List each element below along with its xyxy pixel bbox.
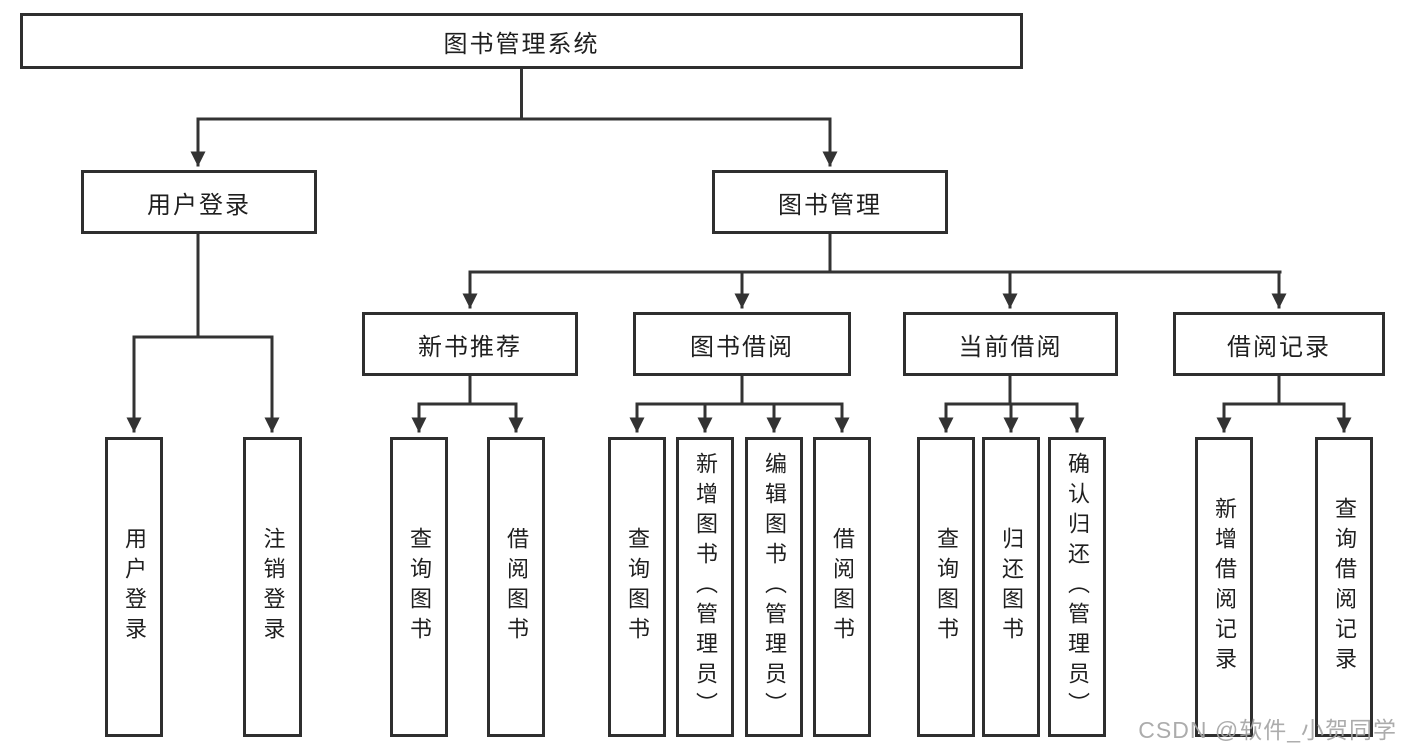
leaf-edit-books-admin: 编辑图书（管理员）	[745, 437, 803, 737]
node-user-login: 用户登录	[81, 170, 317, 234]
node-current-borrowing: 当前借阅	[903, 312, 1118, 376]
node-borrowing-records: 借阅记录	[1173, 312, 1385, 376]
node-label: 查询图书	[934, 527, 959, 647]
node-library-system: 图书管理系统	[20, 13, 1023, 69]
node-label: 图书管理	[778, 191, 882, 219]
node-label: 当前借阅	[958, 333, 1063, 361]
node-label: 新增图书（管理员）	[693, 452, 718, 722]
node-label: 编辑图书（管理员）	[762, 452, 787, 722]
leaf-logout: 注销登录	[243, 437, 302, 737]
csdn-watermark: CSDN @软件_小贺同学	[1138, 717, 1397, 743]
node-label: 用户登录	[122, 527, 147, 647]
node-new-book-recommend: 新书推荐	[362, 312, 578, 376]
leaf-user-login: 用户登录	[105, 437, 163, 737]
leaf-query-books-current: 查询图书	[917, 437, 975, 737]
node-label: 归还图书	[999, 527, 1024, 647]
node-label: 查询图书	[407, 527, 432, 647]
node-label: 用户登录	[147, 191, 251, 219]
node-label: 借阅图书	[504, 527, 529, 647]
node-label: 借阅图书	[830, 527, 855, 647]
leaf-borrow-books: 借阅图书	[813, 437, 871, 737]
node-label: 查询借阅记录	[1332, 497, 1357, 677]
leaf-return-books: 归还图书	[982, 437, 1040, 737]
node-label: 注销登录	[260, 527, 286, 647]
node-label: 确认归还（管理员）	[1065, 452, 1090, 722]
node-label: 借阅记录	[1227, 333, 1331, 361]
leaf-query-books-recommend: 查询图书	[390, 437, 448, 737]
leaf-confirm-return-admin: 确认归还（管理员）	[1048, 437, 1106, 737]
node-label: 图书管理系统	[443, 30, 600, 58]
node-label: 查询图书	[625, 527, 650, 647]
node-label: 图书借阅	[690, 333, 794, 361]
node-book-management: 图书管理	[712, 170, 948, 234]
leaf-add-borrow-record: 新增借阅记录	[1195, 437, 1253, 737]
node-label: 新书推荐	[418, 333, 522, 361]
leaf-add-books-admin: 新增图书（管理员）	[676, 437, 734, 737]
node-book-borrowing: 图书借阅	[633, 312, 851, 376]
leaf-query-borrow-record: 查询借阅记录	[1315, 437, 1373, 737]
leaf-query-books-borrow: 查询图书	[608, 437, 666, 737]
leaf-borrow-books-recommend: 借阅图书	[487, 437, 545, 737]
node-label: 新增借阅记录	[1212, 497, 1237, 677]
